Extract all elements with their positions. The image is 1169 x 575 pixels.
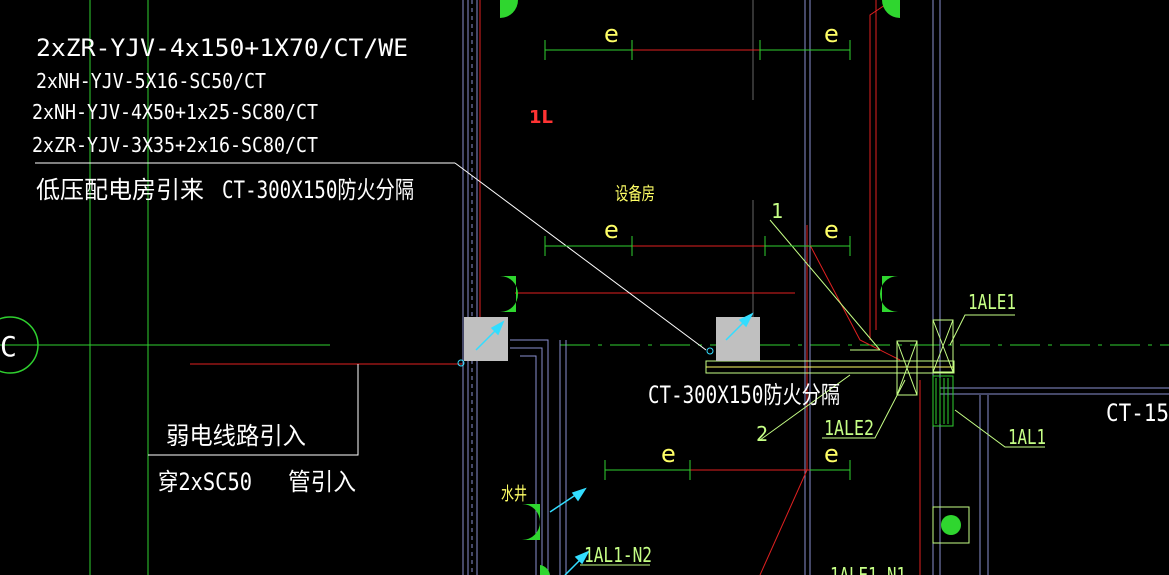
weak-current-label: 弱电线路引入 — [166, 422, 306, 450]
half-circle-wall-lamp-icon — [500, 276, 518, 312]
junction-box-icon — [457, 359, 465, 367]
panel-1al1-symbol — [932, 375, 954, 427]
panel-1ale1-label: 1ALE1 — [968, 290, 1016, 314]
half-circle-wall-lamp-icon — [522, 504, 540, 540]
cable-tray — [705, 360, 955, 374]
distribution-box-icon — [716, 317, 760, 361]
arrow-icon — [725, 312, 754, 341]
pipe-in-label: 管引入 — [288, 468, 356, 496]
half-circle-wall-lamp-icon — [882, 0, 900, 18]
dimension-lines: e e e e e e — [544, 20, 851, 480]
from-lv-room-label: 低压配电房引来 — [36, 176, 204, 204]
junction-box-icon — [706, 347, 714, 355]
equipment-room-label: 设备房 — [615, 184, 655, 205]
junction-box-icon — [932, 506, 970, 544]
panel-1ale1-symbol — [932, 319, 954, 373]
cable-spec-line-1: 2xZR-YJV-4x150+1X70/CT/WE — [36, 34, 408, 62]
cable-spec-text: 2xZR-YJV-4x150+1X70/CT/WE 2xNH-YJV-5X16-… — [32, 34, 408, 157]
dim-e-5: e — [661, 440, 676, 468]
arrow-icon — [564, 550, 590, 575]
dim-e-1: e — [604, 20, 619, 48]
half-circle-wall-lamp-icon — [880, 276, 898, 312]
arrow-icon — [475, 320, 505, 351]
tray-right-label: CT-15 — [1106, 399, 1169, 427]
water-well-label: 水井 — [501, 484, 527, 505]
callout-1-label: 1 — [771, 199, 783, 223]
cable-spec-line-4: 2xZR-YJV-3X35+2x16-SC80/CT — [32, 133, 318, 157]
conduit-label: 穿2xSC50 — [158, 468, 252, 496]
panel-1ale2-symbol — [896, 340, 918, 396]
cable-spec-line-3: 2xNH-YJV-4X50+1x25-SC80/CT — [32, 100, 318, 124]
circuit-1al1-n2-label: 1AL1-N2 — [584, 543, 652, 567]
dim-e-4: e — [824, 216, 839, 244]
panel-symbols — [896, 319, 970, 544]
tray-spec-top-label: CT-300X150防火分隔 — [222, 176, 414, 204]
circuit-1ale1-n1-label: 1ALE1-N1 — [830, 563, 906, 575]
panel-1al1-label: 1AL1 — [1008, 425, 1046, 449]
svg-text:C: C — [0, 330, 17, 363]
wall-lamps — [500, 0, 900, 575]
distribution-boxes — [457, 317, 760, 367]
cable-spec-line-2: 2xNH-YJV-5X16-SC50/CT — [36, 69, 266, 93]
half-circle-wall-lamp-icon — [500, 0, 518, 18]
callout-2-label: 2 — [756, 422, 768, 446]
dim-e-2: e — [824, 20, 839, 48]
dim-e-6: e — [824, 440, 839, 468]
dim-e-3: e — [604, 216, 619, 244]
tray-spec-mid-label: CT-300X150防火分隔 — [648, 381, 840, 409]
panel-1ale2-label: 1ALE2 — [824, 416, 874, 440]
arrow-icon — [549, 487, 587, 513]
leader-lines — [35, 162, 1045, 566]
half-circle-wall-lamp-icon — [540, 565, 550, 575]
cyan-arrows — [475, 312, 754, 575]
floor-label: 1L — [529, 107, 553, 128]
grid-axis-bubble-icon: C — [0, 316, 39, 374]
